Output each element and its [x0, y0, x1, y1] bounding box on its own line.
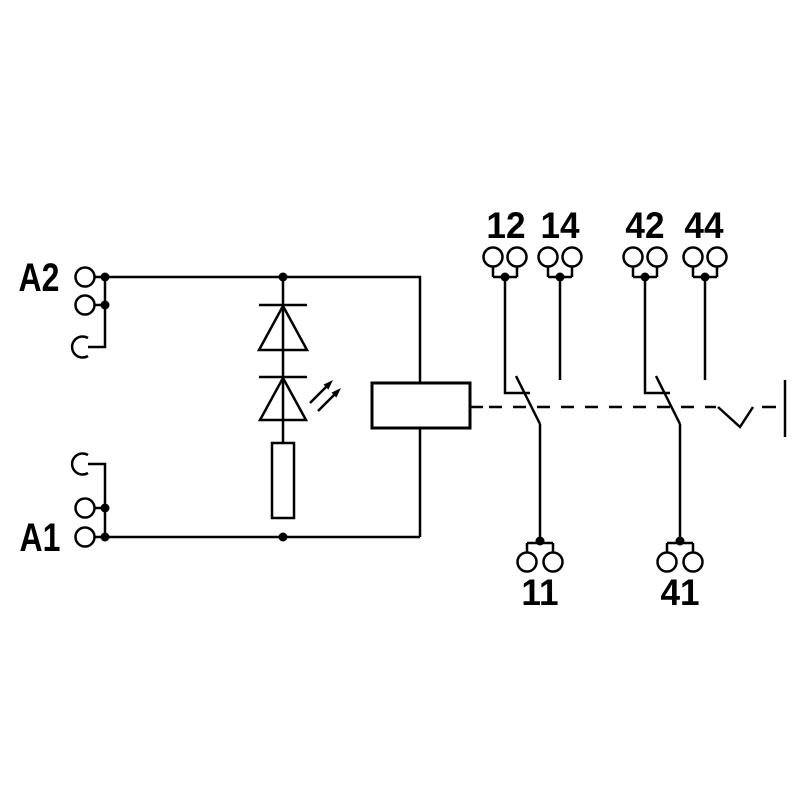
terminal-circle-41b — [682, 551, 704, 573]
contact1-nc-label: 12 — [486, 204, 525, 246]
terminal-circle-a1-2 — [74, 526, 96, 548]
led-triangle — [257, 375, 309, 422]
contact-lever — [654, 375, 682, 425]
junction-dot — [278, 532, 288, 542]
terminal-circle-41a — [656, 551, 678, 573]
led-light-arrow — [317, 394, 335, 412]
wire-top — [94, 275, 422, 383]
terminal-circle-a2-1 — [74, 266, 96, 288]
terminal-circle-a2-2 — [74, 294, 96, 316]
terminal-circle-42a — [622, 246, 644, 268]
terminal-circle-42b — [646, 246, 668, 268]
led-arrow-head — [323, 380, 333, 390]
contact1-common-label: 11 — [521, 571, 558, 613]
terminal-circle-11a — [516, 551, 538, 573]
led-icon — [257, 375, 341, 422]
junction-dot — [278, 272, 288, 282]
resistor-body — [270, 441, 296, 520]
changeover-contact-1: 12 14 11 — [482, 204, 583, 613]
terminal-circle-12b — [506, 246, 528, 268]
relay-coil-box — [370, 381, 472, 430]
nc-contact-line — [643, 277, 670, 395]
contact2-no-label: 44 — [684, 204, 723, 246]
terminal-circle-44b — [706, 246, 728, 268]
terminal-circle-14a — [537, 246, 559, 268]
led-light-arrow — [309, 386, 327, 404]
terminal-circle-44a — [682, 246, 704, 268]
suppression-diode-icon — [256, 303, 310, 352]
terminal-circle-11b — [542, 551, 564, 573]
led-arrow-head — [331, 388, 341, 398]
contact1-no-label: 14 — [540, 204, 579, 246]
actuator-notch-icon — [717, 406, 755, 429]
terminal-circle-12a — [482, 246, 504, 268]
changeover-contact-2: 42 44 41 — [622, 204, 728, 613]
contact-lever — [514, 375, 542, 425]
junction-dot — [100, 300, 110, 310]
clamp-arc-icon — [70, 452, 89, 476]
a1-label: A1 — [20, 515, 61, 560]
mechanical-link — [489, 380, 787, 437]
terminal-circle-a1-1 — [74, 497, 96, 519]
coil-circuit-wiring — [94, 272, 422, 542]
diode-triangle — [256, 303, 310, 352]
coil-input-a2: A2 — [19, 255, 110, 359]
contact2-common-label: 41 — [660, 571, 699, 613]
wire — [88, 462, 107, 537]
resistor-icon — [270, 441, 296, 520]
terminal-bridge-41 — [665, 541, 695, 553]
a2-label: A2 — [19, 255, 60, 300]
junction-dot — [100, 503, 110, 513]
terminal-circle-14b — [561, 246, 583, 268]
wire — [88, 277, 107, 349]
terminal-bridge-11 — [525, 541, 555, 553]
clamp-arc-icon — [70, 335, 89, 359]
nc-contact-line — [503, 277, 530, 395]
contact2-nc-label: 42 — [625, 204, 664, 246]
relay-coil-icon — [370, 381, 483, 430]
coil-input-a1: A1 — [20, 452, 110, 560]
